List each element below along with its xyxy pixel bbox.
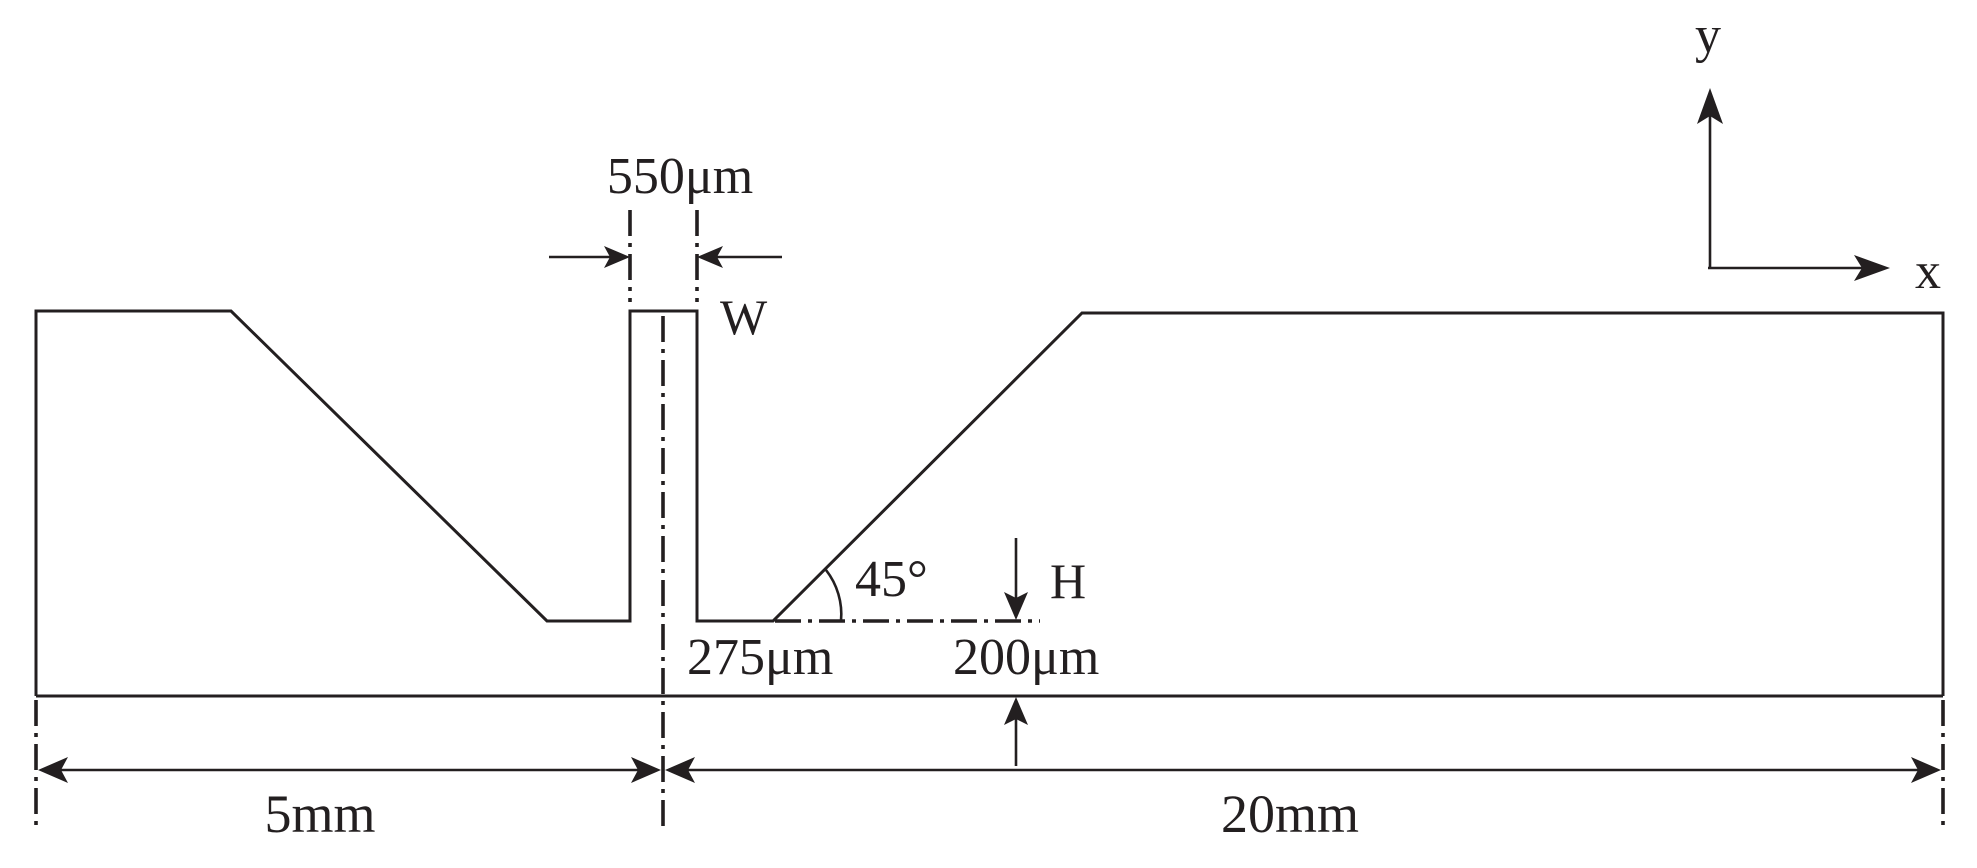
angle-label: 45°: [855, 551, 928, 608]
slot-width-arrowhead-left: [604, 246, 630, 268]
dim-20mm-arrowhead-right: [1911, 757, 1941, 783]
dim-20mm-arrowhead-left: [665, 757, 695, 783]
axis-y-label: y: [1695, 7, 1721, 64]
dist-275-label: 275μm: [687, 629, 833, 686]
H-arrow-bottom-head: [1004, 697, 1028, 725]
dim-5mm-arrowhead-right: [631, 757, 661, 783]
dim-20mm-label: 20mm: [1221, 784, 1359, 844]
axis-x-arrowhead: [1854, 255, 1890, 281]
slot-width-label: 550μm: [607, 148, 753, 205]
dim-5mm-label: 5mm: [264, 784, 375, 844]
dist-200-label: 200μm: [953, 629, 1099, 686]
axis-y-arrowhead: [1697, 88, 1723, 124]
angle-arc: [824, 569, 843, 622]
slot-width-arrowhead-right: [697, 246, 723, 268]
H-arrow-top-head: [1004, 592, 1028, 620]
W-label: W: [720, 289, 768, 345]
dim-5mm-arrowhead-left: [38, 757, 68, 783]
H-label: H: [1050, 553, 1086, 609]
domain-outline: [34, 309, 1945, 696]
axis-x-label: x: [1915, 243, 1941, 300]
